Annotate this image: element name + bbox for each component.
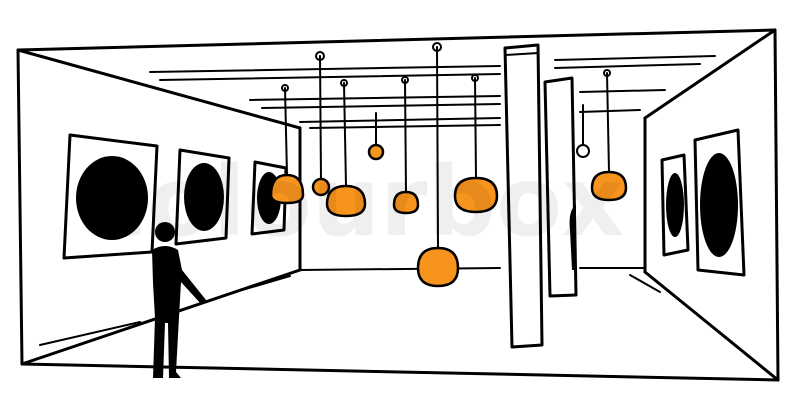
lamp-9 (590, 69, 628, 202)
lamp-7 (453, 74, 499, 214)
lamp-6 (416, 42, 460, 288)
ceiling-rails (149, 55, 716, 129)
lamp-3 (325, 79, 367, 218)
watermark: colourbox (90, 146, 624, 258)
lamp-1 (269, 84, 305, 205)
paintings-right (660, 128, 746, 277)
lamp-5 (392, 76, 420, 215)
pendant-lamps (269, 42, 628, 288)
lamp-8 (576, 104, 590, 158)
columns (503, 43, 578, 349)
visitor-silhouette (152, 222, 206, 378)
lamp-2 (311, 51, 331, 197)
lamp-4 (367, 112, 385, 161)
